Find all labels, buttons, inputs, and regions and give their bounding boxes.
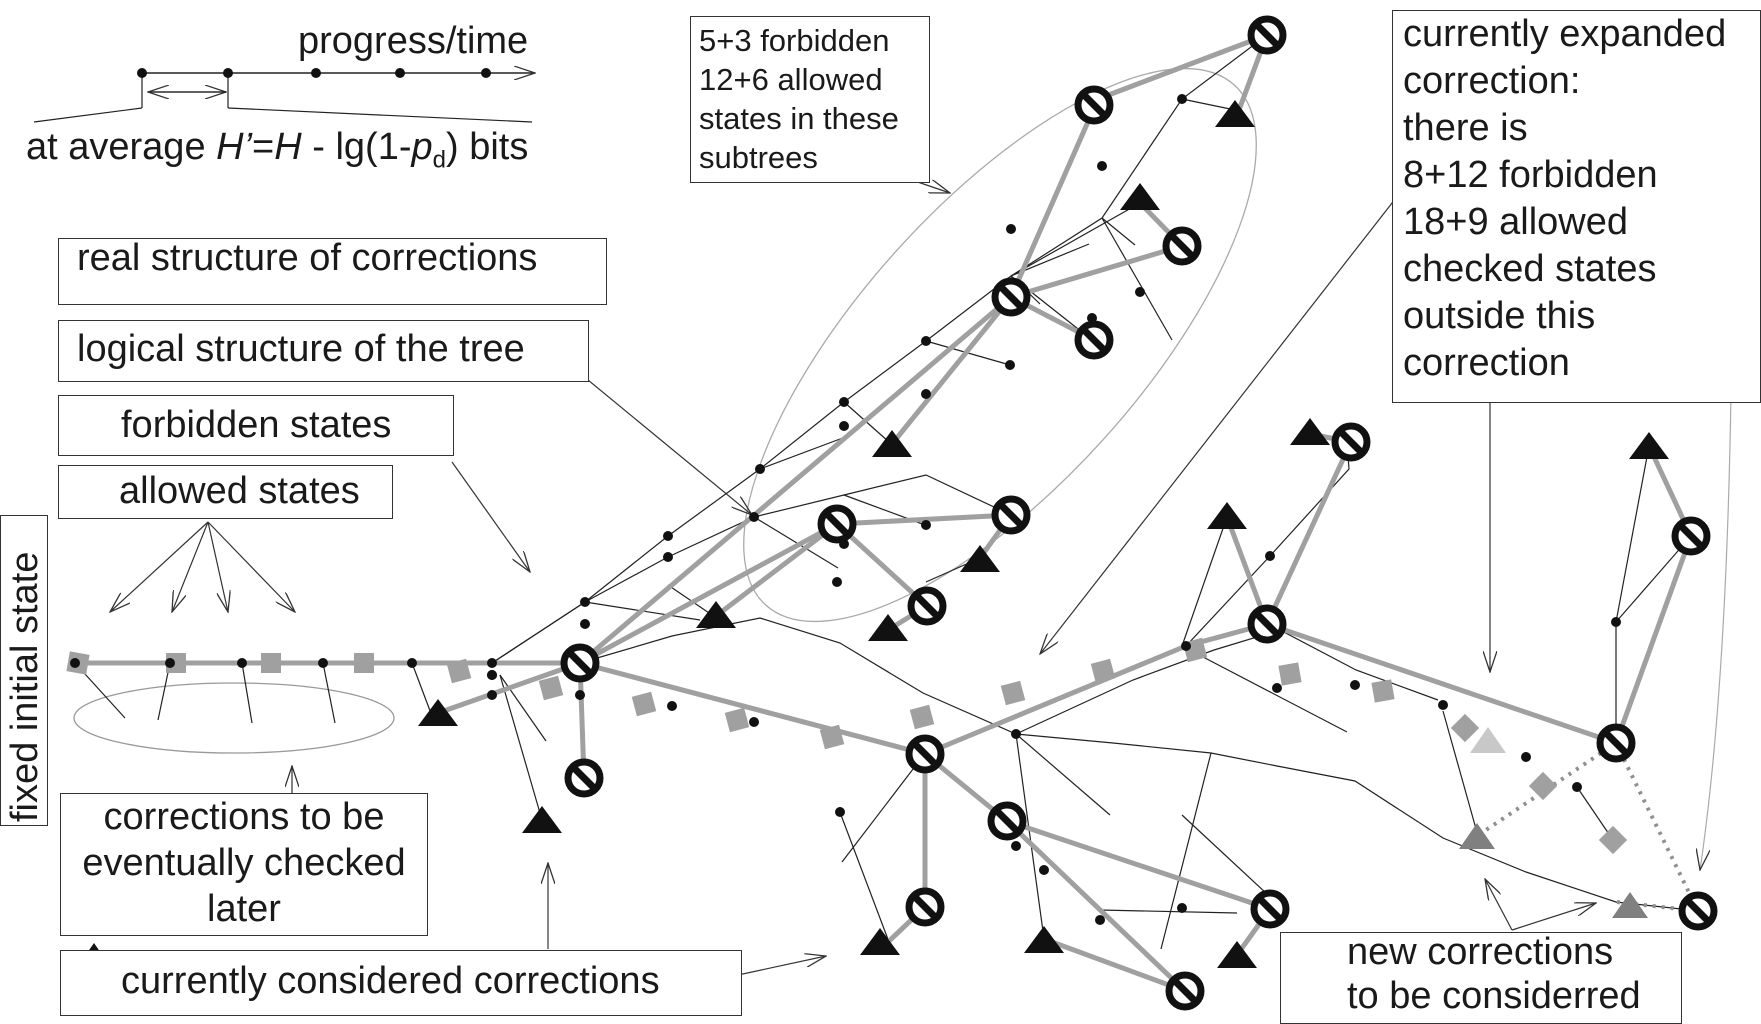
fixed-initial-box: fixed initial state <box>0 515 48 826</box>
later-outline <box>73 682 395 754</box>
legend-forbidden: forbidden states <box>58 395 454 456</box>
legend-logical-structure: logical structure of the tree <box>58 320 589 382</box>
subtree-note: 5+3 forbidden 12+6 allowed states in the… <box>690 16 930 183</box>
new-corrections <box>1459 322 1670 918</box>
timeline-caption: at average H’=H - lg(1-pd) bits <box>26 126 529 174</box>
legend-eventual: corrections to be eventually checked lat… <box>60 793 428 936</box>
timeline <box>33 68 535 123</box>
expanded-note: currently expanded correction: there is … <box>1392 10 1761 403</box>
new-correction-lines <box>1475 741 1700 913</box>
legend-current: currently considered corrections <box>60 950 742 1016</box>
allowed-state-dots <box>70 94 1621 925</box>
legend-real-structure: real structure of corrections <box>58 237 607 305</box>
timeline-title: progress/time <box>298 20 529 62</box>
current-corrections <box>418 100 1669 968</box>
logical-structure-lines <box>72 32 1694 994</box>
new-note: new corrections to be considerred <box>1280 931 1682 1024</box>
legend-allowed: allowed states <box>58 465 393 519</box>
subtree-outline <box>743 67 1257 623</box>
